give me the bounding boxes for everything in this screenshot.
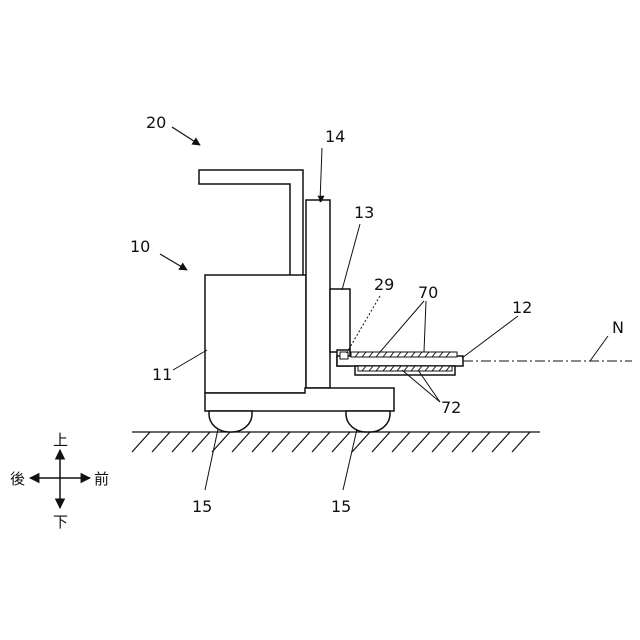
label-lower-pad: 72 [441,398,461,417]
direction-rear: 後 [10,470,25,488]
lower-pad [358,366,452,371]
mast-box [330,289,350,352]
label-vehicle: 10 [130,237,150,256]
mast [306,200,330,388]
handle-pointer [172,127,200,145]
body [205,275,306,393]
label-body: 11 [152,365,172,384]
label-mast: 14 [325,127,345,146]
direction-indicator: 上 下 後 前 [10,431,109,531]
direction-up: 上 [53,431,68,449]
direction-front: 前 [94,470,109,488]
label-fork: 12 [512,298,532,317]
label-mast-box: 13 [354,203,374,222]
direction-down: 下 [53,513,68,531]
handle [199,170,303,276]
label-sensor: 29 [374,275,394,294]
ground [132,432,540,452]
label-axis-N: N [612,318,624,337]
label-upper-pad: 70 [418,283,438,302]
upper-pad [351,352,457,357]
rear-wheel [209,411,252,432]
label-handle: 20 [146,113,166,132]
sensor [340,352,348,359]
label-wheel-rear: 15 [192,497,212,516]
label-wheel-front: 15 [331,497,351,516]
front-wheel [346,411,390,432]
vehicle-pointer [160,254,187,270]
